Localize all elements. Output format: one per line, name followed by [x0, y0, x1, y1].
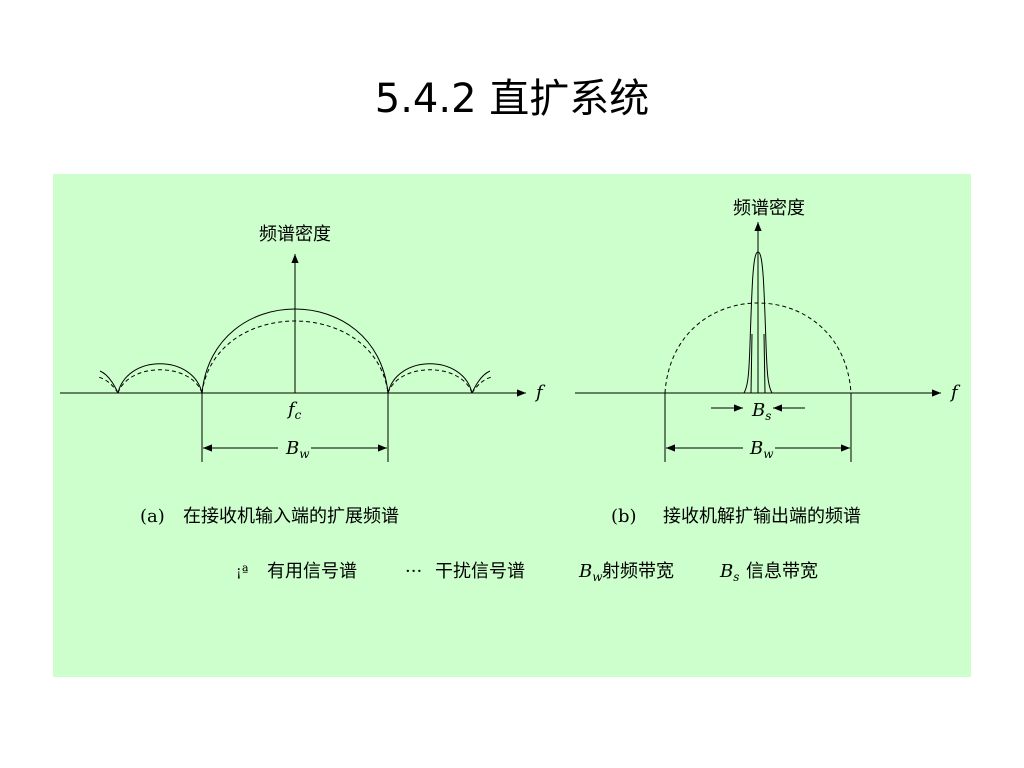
panel-b-caption-text: 接收机解扩输出端的频谱	[663, 506, 861, 527]
legend-solid-marker: ¡ª	[236, 564, 249, 580]
legend-dashed-text: 干扰信号谱	[435, 561, 525, 582]
panel-a-side-lobe-left-solid	[117, 363, 203, 394]
panel-a-main-lobe-dashed	[201, 320, 389, 394]
legend-bs-text: 信息带宽	[746, 561, 818, 582]
legend-bw-symbol: Bw	[578, 561, 603, 584]
panel-a-y-axis-label: 频谱密度	[259, 224, 331, 245]
spectrum-diagram: 频谱密度 f fc Bw 频谱密度 f Bs Bw (a) 在接收机输入端的扩展…	[60, 198, 961, 584]
legend-bs-symbol: Bs	[719, 561, 739, 584]
slide-title: 5.4.2 直扩系统	[374, 76, 650, 122]
legend: ¡ª 有用信号谱 ··· 干扰信号谱 Bw 射频带宽 Bs 信息带宽	[236, 561, 818, 584]
panel-a-tail-left-dashed	[97, 376, 119, 394]
figure-panel: 频谱密度 f fc Bw 频谱密度 f Bs Bw (a) 在接收机输入端的扩展…	[53, 174, 971, 677]
panel-b-y-axis-label: 频谱密度	[733, 198, 805, 219]
panel-b-signal-solid	[743, 251, 773, 394]
legend-bw-text: 射频带宽	[602, 561, 674, 582]
panel-a-bandwidth-label: Bw	[285, 438, 310, 461]
panel-b-caption-tag: (b)	[611, 506, 637, 527]
panel-a-caption-text: 在接收机输入端的扩展频谱	[183, 506, 399, 527]
panel-a-side-lobe-right-solid	[387, 363, 473, 394]
panel-a-tail-right-dashed	[471, 376, 493, 394]
legend-solid-text: 有用信号谱	[267, 561, 357, 582]
panel-b	[575, 222, 941, 462]
panel-a-center-freq-label: fc	[286, 399, 302, 422]
panel-a-side-lobe-left-dashed	[117, 369, 203, 394]
panel-b-signal-inner-left	[750, 333, 753, 394]
panel-b-x-axis-label: f	[949, 382, 961, 403]
panel-b-interference-dashed	[664, 302, 852, 394]
panel-b-bandwidth-label: Bw	[749, 438, 774, 461]
panel-a	[60, 254, 526, 462]
panel-b-signal-inner-right	[763, 333, 766, 394]
legend-dashed-marker: ···	[405, 561, 422, 582]
panel-a-x-axis-label: f	[534, 382, 546, 403]
panel-a-main-lobe-solid	[201, 308, 389, 394]
panel-a-caption-tag: (a)	[140, 506, 165, 527]
panel-b-signal-bw-label: Bs	[751, 400, 771, 423]
panel-a-side-lobe-right-dashed	[387, 369, 473, 394]
